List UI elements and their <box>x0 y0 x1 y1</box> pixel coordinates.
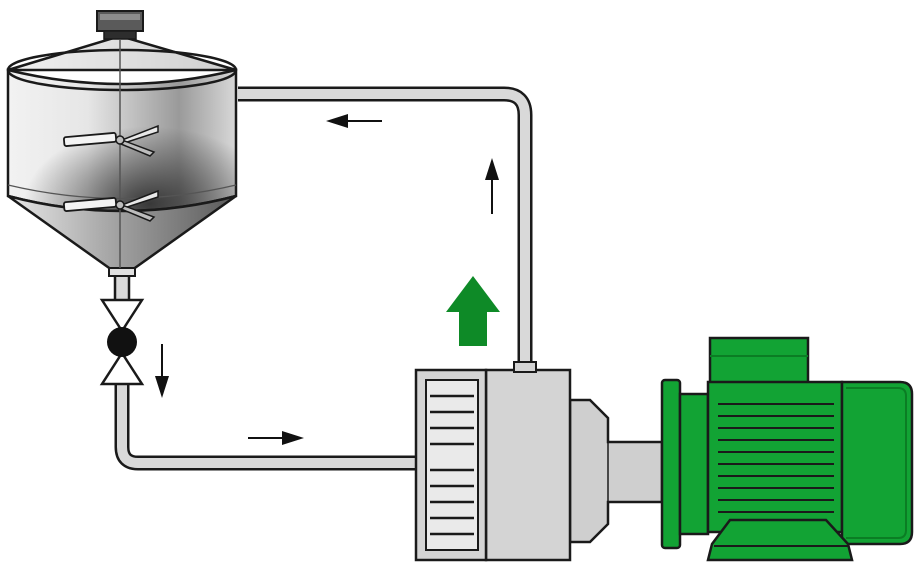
inline-mixer-pump <box>414 361 664 562</box>
flow-arrow-return-top <box>326 114 382 128</box>
valve-ball <box>107 327 137 357</box>
pump-slots <box>430 394 474 536</box>
flow-arrow-valve-outlet <box>155 344 169 398</box>
lower-impeller <box>63 189 159 222</box>
upper-impeller <box>63 124 159 157</box>
motor-fins <box>718 403 834 513</box>
mixing-tank <box>6 34 238 277</box>
flow-arrow-return-riser <box>485 158 499 214</box>
flow-arrow-suction-line <box>248 431 304 445</box>
flow-arrow-pump-discharge <box>446 276 500 346</box>
agitator-drive <box>96 10 144 40</box>
agitator <box>63 40 159 268</box>
bottom-valve <box>99 298 145 386</box>
suction-pipe <box>114 385 420 471</box>
electric-motor <box>660 336 914 562</box>
return-pipe <box>238 86 533 370</box>
